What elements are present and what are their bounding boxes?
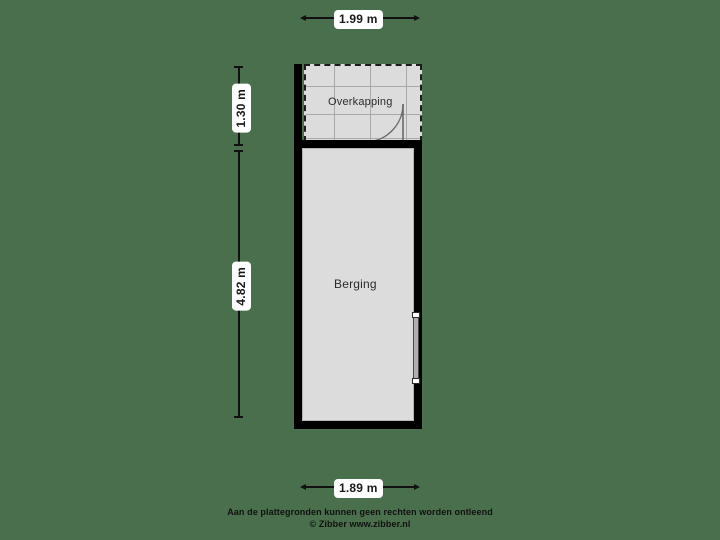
room-berging <box>302 148 414 421</box>
grid-line <box>306 86 420 87</box>
grid-line <box>306 138 420 139</box>
grid-line <box>406 66 407 140</box>
dimension-left-upper-cap-bottom <box>234 144 243 146</box>
dimension-left-lower-label: 4.82 m <box>232 262 251 311</box>
copyright-line: © Zibber www.zibber.nl <box>309 519 411 529</box>
room-label-overkapping: Overkapping <box>328 96 393 108</box>
grid-line <box>334 66 335 140</box>
dimension-bottom-arrow-right <box>414 484 420 490</box>
dimension-left-lower-cap-bottom <box>234 416 243 418</box>
wall-divider <box>302 140 422 148</box>
dimension-top-arrow-right <box>414 15 420 21</box>
window <box>413 314 419 382</box>
disclaimer-footer: Aan de plattegronden kunnen geen rechten… <box>0 506 720 530</box>
dimension-bottom-label: 1.89 m <box>334 479 383 498</box>
wall-right <box>414 140 422 429</box>
wall-bottom <box>294 421 422 429</box>
overkapping-tile-grid <box>306 66 420 140</box>
grid-line <box>370 66 371 140</box>
dimension-left-lower-cap-top <box>234 150 243 152</box>
dimension-left-upper-cap-top <box>234 66 243 68</box>
dimension-bottom-arrow-left <box>300 484 306 490</box>
dimension-top-arrow-left <box>300 15 306 21</box>
room-label-berging: Berging <box>334 277 377 291</box>
dimension-top-label: 1.99 m <box>334 10 383 29</box>
wall-left <box>294 64 302 429</box>
disclaimer-line-1: Aan de plattegronden kunnen geen rechten… <box>227 507 493 517</box>
room-overkapping: Overkapping <box>304 64 422 143</box>
dimension-left-upper-label: 1.30 m <box>232 84 251 133</box>
window-cap-top <box>412 312 420 318</box>
grid-line <box>306 114 420 115</box>
floorplan-drawing: Overkapping Berging <box>294 64 422 429</box>
window-cap-bottom <box>412 378 420 384</box>
